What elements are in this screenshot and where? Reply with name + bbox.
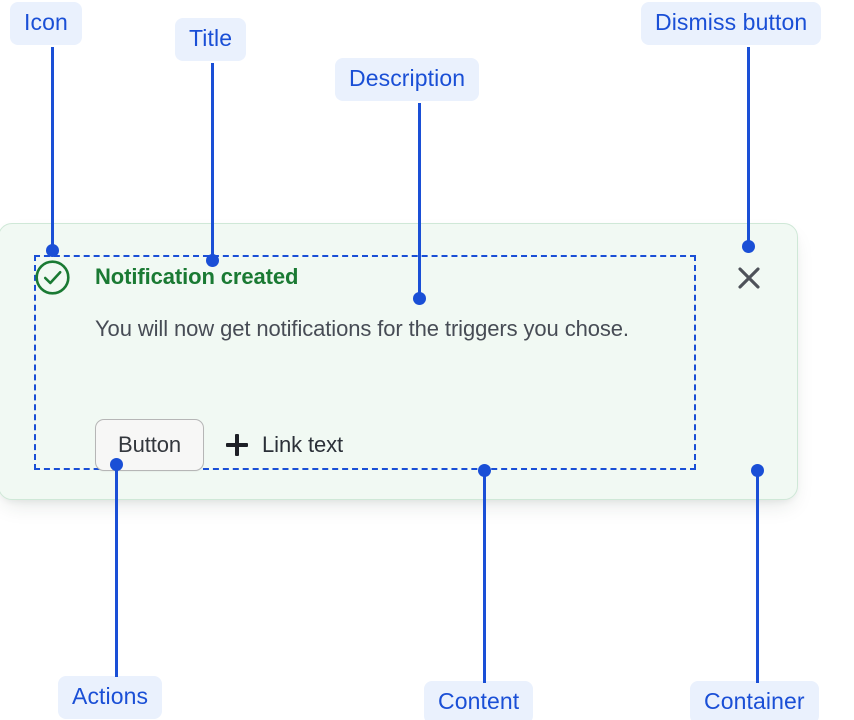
content-region-outline <box>34 255 696 470</box>
annotation-dot-content <box>478 464 491 477</box>
notification-title: Notification created <box>95 264 299 289</box>
annotation-label-title: Title <box>175 18 247 61</box>
annotation-dot-icon <box>46 244 59 257</box>
annotation-label-dismiss: Dismiss button <box>641 2 822 45</box>
check-circle-icon <box>34 259 71 296</box>
annotation-label-icon: Icon <box>10 2 82 45</box>
annotation-label-description: Description <box>335 58 480 101</box>
annotation-label-container: Container <box>690 681 819 720</box>
annotation-leader-icon <box>51 47 54 251</box>
annotation-dot-dismiss <box>742 240 755 253</box>
dismiss-button[interactable] <box>733 262 765 294</box>
annotation-label-actions: Actions <box>58 676 163 719</box>
annotation-dot-actions <box>110 458 123 471</box>
annotation-label-content: Content <box>424 681 534 720</box>
annotation-leader-container <box>756 471 759 683</box>
annotation-dot-description <box>413 292 426 305</box>
annotation-leader-content <box>483 471 486 683</box>
plus-icon <box>226 434 249 456</box>
annotation-leader-title <box>211 63 214 261</box>
notification-actions: Button Link text <box>95 419 343 471</box>
annotation-leader-actions <box>115 465 118 677</box>
notification-description: You will now get notifications for the t… <box>95 316 629 341</box>
annotation-leader-description <box>418 103 421 299</box>
link-action-label: Link text <box>262 432 344 457</box>
close-icon <box>738 267 760 289</box>
annotation-leader-dismiss <box>747 47 750 247</box>
annotation-dot-container <box>751 464 764 477</box>
link-action[interactable]: Link text <box>226 432 343 458</box>
annotation-dot-title <box>206 254 219 267</box>
